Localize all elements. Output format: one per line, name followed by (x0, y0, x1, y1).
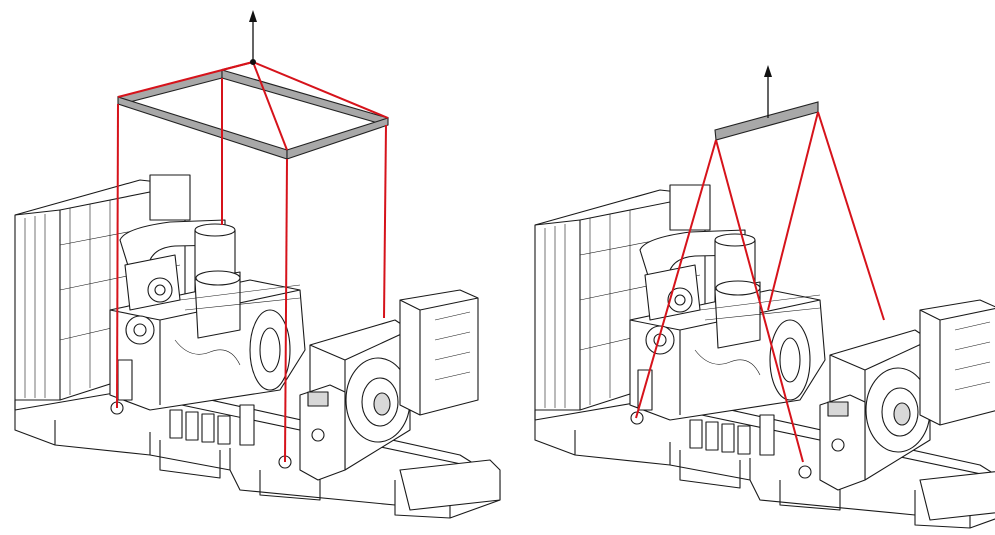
generator-set-right (534, 184, 995, 529)
lift-arrow-icon (249, 10, 257, 65)
slings-left (116, 61, 389, 463)
spreader-frame (117, 69, 389, 160)
lift-arrow-icon (764, 65, 772, 118)
generator-set-left (14, 174, 501, 519)
spreader-bar (714, 101, 819, 141)
slings-right (635, 111, 885, 463)
